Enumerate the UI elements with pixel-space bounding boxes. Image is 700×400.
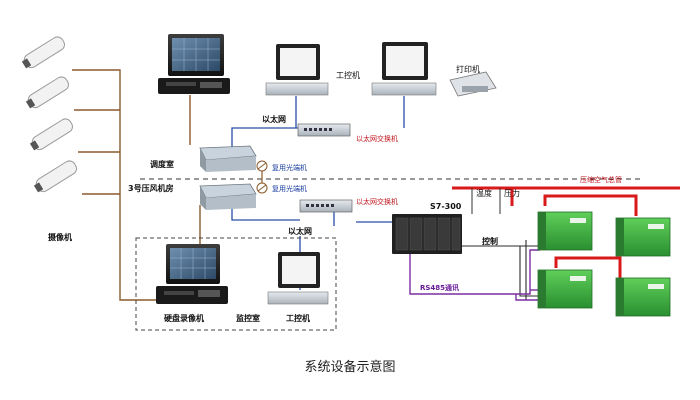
temperature-label: 温度 xyxy=(476,188,492,198)
rs485-label: RS485通讯 xyxy=(420,283,459,292)
camera-label: 摄像机 xyxy=(48,232,72,242)
main-air-pipe-label: 压缩空气总管 xyxy=(580,175,622,184)
industrial-pc-printer-side xyxy=(371,42,437,96)
camera-2 xyxy=(25,76,69,109)
compressor-4 xyxy=(615,277,671,317)
network-device-control-room xyxy=(199,145,257,172)
monitor-room-box xyxy=(135,237,337,331)
fiber-transceiver-bottom xyxy=(256,182,268,194)
ethernet-switch-bottom xyxy=(299,199,353,213)
network-device-compressor-room xyxy=(199,183,257,210)
industrial-pc-top-label: 工控机 xyxy=(336,70,360,80)
industrial-pc-bottom xyxy=(267,252,329,305)
camera-3 xyxy=(29,118,73,151)
video-cables xyxy=(72,69,201,301)
ethernet-bottom-label: 以太网 xyxy=(288,226,312,236)
ethernet-switch-top-label: 以太网交换机 xyxy=(356,134,398,143)
fiber-transceiver-top xyxy=(256,160,268,172)
plc-label: S7-300 xyxy=(430,202,462,211)
plc-s7-300 xyxy=(392,214,462,254)
fiber-top-label: 复用光端机 xyxy=(272,163,307,172)
printer-label: 打印机 xyxy=(456,64,480,74)
ethernet-top-label: 以太网 xyxy=(262,114,286,124)
control-label: 控制 xyxy=(482,236,498,246)
dvr-label: 硬盘录像机 xyxy=(164,313,204,323)
video-monitor-top xyxy=(158,34,230,94)
printer xyxy=(449,71,497,97)
compressor-3 xyxy=(537,269,593,309)
pressure-label: 压力 xyxy=(504,188,520,198)
camera-4 xyxy=(33,160,77,193)
ethernet-switch-bottom-label: 以太网交换机 xyxy=(356,197,398,206)
control-room-label: 调度室 xyxy=(150,159,174,169)
camera-1 xyxy=(21,36,65,69)
fiber-bottom-label: 复用光端机 xyxy=(272,184,307,193)
compressor-1 xyxy=(537,211,593,251)
dvr xyxy=(156,286,228,304)
diagram-caption: 系统设备示意图 xyxy=(304,360,396,375)
air-pipes xyxy=(452,186,680,286)
ethernet-switch-top xyxy=(297,123,351,137)
control-lines xyxy=(462,240,540,300)
compressor-room-label: 3号压风机房 xyxy=(128,183,174,193)
sensor-lines xyxy=(471,188,501,214)
video-monitor-bottom xyxy=(166,244,220,284)
monitor-room-label: 监控室 xyxy=(236,313,260,323)
industrial-pc-bottom-label: 工控机 xyxy=(286,313,310,323)
industrial-pc-top xyxy=(265,44,329,96)
compressor-2 xyxy=(615,217,671,257)
